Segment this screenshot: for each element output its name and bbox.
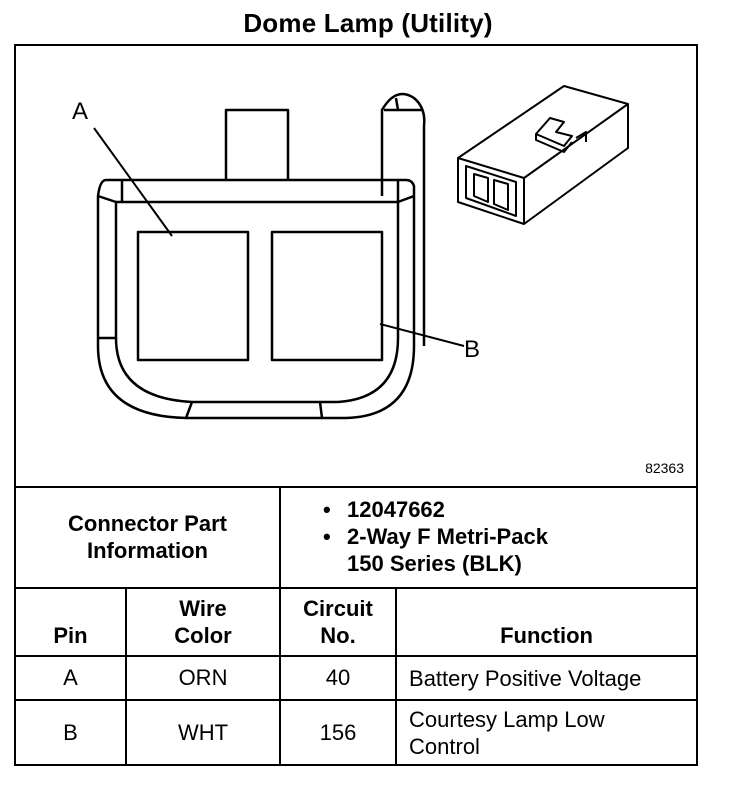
pin-cavity-b xyxy=(270,230,384,362)
header-pin: Pin xyxy=(16,587,127,657)
header-wire-color: Wire Color xyxy=(124,587,282,657)
connector-part-label: Connector Part Information xyxy=(16,486,282,589)
circuit-cell: 156 xyxy=(279,699,398,764)
circuit-cell: 40 xyxy=(279,655,398,701)
function-cell: Battery Positive Voltage xyxy=(395,655,697,701)
connector-lock-post xyxy=(380,92,426,346)
pin-cell: B xyxy=(16,699,127,764)
reference-id: 82363 xyxy=(645,460,684,476)
connector-latch-tab xyxy=(224,108,290,180)
wire-color-cell: ORN xyxy=(124,655,282,701)
connector-illustration xyxy=(93,85,629,420)
pin-cell: A xyxy=(16,655,127,701)
header-function: Function xyxy=(395,587,697,657)
wire-color-cell: WHT xyxy=(124,699,282,764)
part-description-item: 2-Way F Metri-Pack 150 Series (BLK) xyxy=(323,523,696,577)
connector-info-table: Connector Part Information 12047662 2-Wa… xyxy=(16,486,697,764)
pin-cavity-a xyxy=(136,230,250,362)
callout-a: A xyxy=(72,98,89,125)
connector-frame: A B 82363 Connector Part Information 120… xyxy=(14,44,698,766)
table-header-row: Pin Wire Color Circuit No. Function xyxy=(16,587,697,657)
callout-b: B xyxy=(464,336,481,363)
page-title: Dome Lamp (Utility) xyxy=(243,8,493,38)
part-number-item: 12047662 xyxy=(323,496,696,523)
function-cell: Courtesy Lamp Low Control xyxy=(395,699,697,764)
table-row: B WHT 156 Courtesy Lamp Low Control xyxy=(16,699,697,764)
connector-part-row: Connector Part Information 12047662 2-Wa… xyxy=(16,486,697,589)
connector-body-outer xyxy=(96,178,416,420)
connector-3d-view xyxy=(457,85,629,225)
header-circuit-no: Circuit No. xyxy=(279,587,398,657)
connector-part-info: 12047662 2-Way F Metri-Pack 150 Series (… xyxy=(279,486,697,589)
connector-diagram: A B 82363 xyxy=(16,46,696,488)
table-row: A ORN 40 Battery Positive Voltage xyxy=(16,655,697,701)
